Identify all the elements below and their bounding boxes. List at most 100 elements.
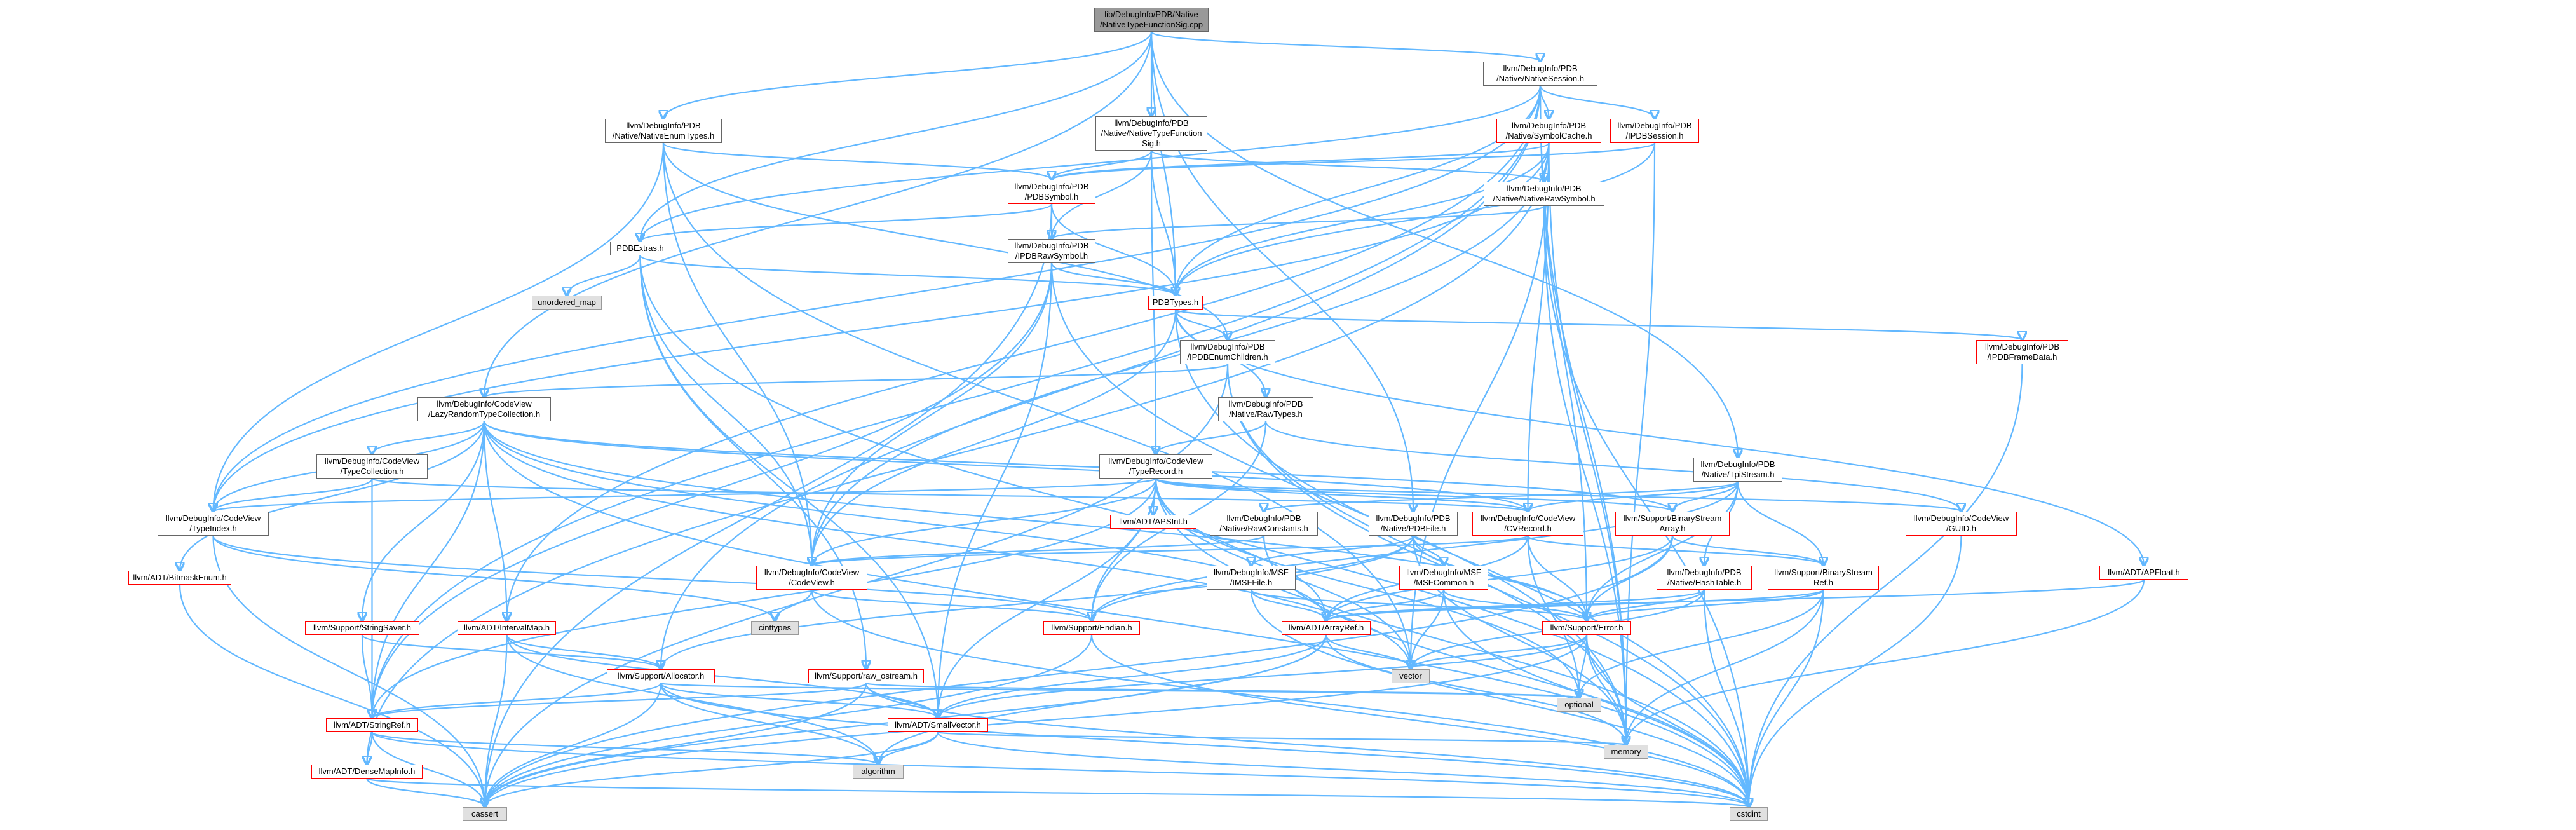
node-raw-constants-h[interactable]: llvm/DebugInfo/PDB /Native/RawConstants.… xyxy=(1210,512,1318,536)
node-raw-ostream-h[interactable]: llvm/Support/raw_ostream.h xyxy=(808,669,924,683)
edge-codeview-to-cinttypes xyxy=(775,589,813,621)
edge-string_ref-to-cassert xyxy=(371,731,485,807)
edge-raw_ostream-to-string_ref xyxy=(372,682,867,718)
node-string-ref-h[interactable]: llvm/ADT/StringRef.h xyxy=(326,718,418,732)
edge-binary_stream_array-to-binary_stream_ref xyxy=(1671,535,1824,566)
edge-pdb_types-to-cstdint xyxy=(1174,309,1749,807)
edge-native_raw_symbol-to-ipdb_raw_symbol xyxy=(1052,205,1545,239)
edge-type_index-to-cassert xyxy=(212,535,485,807)
edge-pdb_symbol-to-cassert xyxy=(485,203,1053,807)
edge-pdb_types-to-codeview xyxy=(812,309,1177,566)
edge-pdb_file-to-msf_file xyxy=(1251,535,1414,566)
node-ipdb-frame-data-h[interactable]: llvm/DebugInfo/PDB /IPDBFrameData.h xyxy=(1976,340,2068,364)
node-ipdb-enum-children-h[interactable]: llvm/DebugInfo/PDB /IPDBEnumChildren.h xyxy=(1180,340,1275,364)
node-error-h[interactable]: llvm/Support/Error.h xyxy=(1542,621,1631,635)
edge-ipdb_raw_symbol-to-codeview xyxy=(812,262,1053,566)
node-ipdb-raw-symbol-h[interactable]: llvm/DebugInfo/PDB /IPDBRawSymbol.h xyxy=(1008,239,1095,263)
node-apsint-h[interactable]: llvm/ADT/APSInt.h xyxy=(1110,515,1196,529)
edge-lazy_random-to-string_saver xyxy=(362,421,485,621)
edge-native_session-to-interval_map xyxy=(507,85,1542,621)
edge-binary_stream_ref-to-optional xyxy=(1579,589,1824,698)
node-native-type-function-sig-cpp[interactable]: lib/DebugInfo/PDB/Native /NativeTypeFunc… xyxy=(1094,8,1209,32)
node-ipdb-session-h[interactable]: llvm/DebugInfo/PDB /IPDBSession.h xyxy=(1610,119,1699,143)
edge-pdb_symbol-to-pdb_types xyxy=(1050,203,1176,296)
node-lazy-random-type-collection-h[interactable]: llvm/DebugInfo/CodeView /LazyRandomTypeC… xyxy=(417,397,551,421)
node-cv-record-h[interactable]: llvm/DebugInfo/CodeView /CVRecord.h xyxy=(1472,512,1583,536)
edge-error-to-vector xyxy=(1411,634,1588,669)
node-apfloat-h[interactable]: llvm/ADT/APFloat.h xyxy=(2099,566,2188,580)
node-native-type-function-sig-h[interactable]: llvm/DebugInfo/PDB /Native/NativeTypeFun… xyxy=(1095,116,1207,151)
edge-lazy_random-to-cv_record xyxy=(483,421,1528,512)
node-raw-types-h[interactable]: llvm/DebugInfo/PDB /Native/RawTypes.h xyxy=(1218,397,1313,421)
node-symbol-cache-h[interactable]: llvm/DebugInfo/PDB /Native/SymbolCache.h xyxy=(1496,119,1601,143)
edge-error-to-cassert xyxy=(485,634,1588,807)
edge-allocator-to-small_vector xyxy=(660,683,938,718)
edge-lazy_random-to-interval_map xyxy=(483,421,507,621)
node-binary-stream-ref-h[interactable]: llvm/Support/BinaryStream Ref.h xyxy=(1768,566,1879,590)
edge-type_index-to-endian xyxy=(212,535,1092,621)
node-native-raw-symbol-h[interactable]: llvm/DebugInfo/PDB /Native/NativeRawSymb… xyxy=(1484,182,1604,206)
edge-lazy_random-to-bitmask_enum xyxy=(180,421,485,571)
node-interval-map-h[interactable]: llvm/ADT/IntervalMap.h xyxy=(458,621,556,635)
edge-ipdb_frame_data-to-cstdint xyxy=(1749,364,2023,807)
node-imsf-file-h[interactable]: llvm/DebugInfo/MSF /IMSFFile.h xyxy=(1207,566,1296,590)
node-vector[interactable]: vector xyxy=(1392,669,1430,683)
edge-binary_stream_ref-to-error xyxy=(1587,589,1824,621)
edge-native_enum_types-to-pdb_symbol xyxy=(662,142,1052,180)
edge-lazy_random-to-type_collection xyxy=(372,421,485,454)
node-type-collection-h[interactable]: llvm/DebugInfo/CodeView /TypeCollection.… xyxy=(316,454,428,479)
node-dense-map-info-h[interactable]: llvm/ADT/DenseMapInfo.h xyxy=(311,765,423,779)
node-algorithm[interactable]: algorithm xyxy=(853,765,904,779)
edge-symbol_cache-to-memory xyxy=(1548,142,1627,745)
node-native-session-h[interactable]: llvm/DebugInfo/PDB /Native/NativeSession… xyxy=(1483,62,1597,86)
edge-native_type_func_sig-to-pdb_types xyxy=(1150,150,1176,296)
node-msf-common-h[interactable]: llvm/DebugInfo/MSF /MSFCommon.h xyxy=(1399,566,1488,590)
edge-type_index-to-cinttypes xyxy=(212,535,775,621)
edge-raw_ostream-to-cstdint xyxy=(865,683,1749,807)
edge-apfloat-to-array_ref xyxy=(1326,578,2145,621)
edge-ipdb_session-to-pdb_types xyxy=(1176,142,1656,296)
node-optional[interactable]: optional xyxy=(1557,698,1601,712)
node-tpi-stream-h[interactable]: llvm/DebugInfo/PDB /Native/TpiStream.h xyxy=(1693,458,1782,482)
node-guid-h[interactable]: llvm/DebugInfo/CodeView /GUID.h xyxy=(1906,512,2017,536)
edge-small_vector-to-cassert xyxy=(485,731,939,807)
node-cstdint[interactable]: cstdint xyxy=(1730,807,1768,821)
edge-array_ref-to-small_vector xyxy=(938,634,1327,718)
node-bitmask-enum-h[interactable]: llvm/ADT/BitmaskEnum.h xyxy=(128,571,231,585)
node-memory[interactable]: memory xyxy=(1604,745,1648,759)
node-allocator-h[interactable]: llvm/Support/Allocator.h xyxy=(607,669,715,683)
edge-ipdb_raw_symbol-to-small_vector xyxy=(938,262,1053,718)
node-cinttypes[interactable]: cinttypes xyxy=(751,621,799,635)
edge-type_record-to-codeview xyxy=(812,478,1157,566)
node-pdb-types-h[interactable]: PDBTypes.h xyxy=(1148,296,1203,310)
edge-root-to-pdb_extras xyxy=(641,31,1153,242)
node-type-index-h[interactable]: llvm/DebugInfo/CodeView /TypeIndex.h xyxy=(158,512,269,536)
node-pdb-extras-h[interactable]: PDBExtras.h xyxy=(610,242,670,255)
edge-native_enum_types-to-ipdb_enum_children xyxy=(662,142,1228,340)
node-array-ref-h[interactable]: llvm/ADT/ArrayRef.h xyxy=(1282,621,1371,635)
node-binary-stream-array-h[interactable]: llvm/Support/BinaryStream Array.h xyxy=(1615,512,1730,536)
edge-symbol_cache-to-cv_record xyxy=(1528,142,1550,512)
node-unordered-map[interactable]: unordered_map xyxy=(532,296,602,310)
node-codeview-h[interactable]: llvm/DebugInfo/CodeView /CodeView.h xyxy=(756,566,867,590)
node-pdb-file-h[interactable]: llvm/DebugInfo/PDB /Native/PDBFile.h xyxy=(1369,512,1458,536)
node-pdb-symbol-h[interactable]: llvm/DebugInfo/PDB /PDBSymbol.h xyxy=(1008,180,1095,204)
node-hash-table-h[interactable]: llvm/DebugInfo/PDB /Native/HashTable.h xyxy=(1657,566,1752,590)
edge-type_record-to-binary_stream_array xyxy=(1155,477,1672,512)
node-type-record-h[interactable]: llvm/DebugInfo/CodeView /TypeRecord.h xyxy=(1099,454,1212,479)
node-string-saver-h[interactable]: llvm/Support/StringSaver.h xyxy=(305,621,419,635)
node-endian-h[interactable]: llvm/Support/Endian.h xyxy=(1043,621,1140,635)
edge-string_ref-to-cstdint xyxy=(371,731,1749,807)
edge-pdb_extras-to-pdb_types xyxy=(639,254,1176,296)
edge-array_ref-to-memory xyxy=(1325,634,1626,745)
edge-cv_record-to-optional xyxy=(1527,535,1580,698)
node-native-enum-types-h[interactable]: llvm/DebugInfo/PDB /Native/NativeEnumTyp… xyxy=(605,119,722,143)
edge-raw_ostream-to-cassert xyxy=(485,683,867,807)
edge-native_enum_types-to-type_index xyxy=(214,142,665,512)
edge-endian-to-cassert xyxy=(485,634,1093,807)
edge-native_session-to-pdb_extras xyxy=(641,85,1542,242)
edge-native_session-to-ipdb_session xyxy=(1539,85,1655,119)
edge-pdb_symbol-to-pdb_extras xyxy=(641,203,1053,242)
node-small-vector-h[interactable]: llvm/ADT/SmallVector.h xyxy=(888,718,988,732)
node-cassert[interactable]: cassert xyxy=(463,807,507,821)
